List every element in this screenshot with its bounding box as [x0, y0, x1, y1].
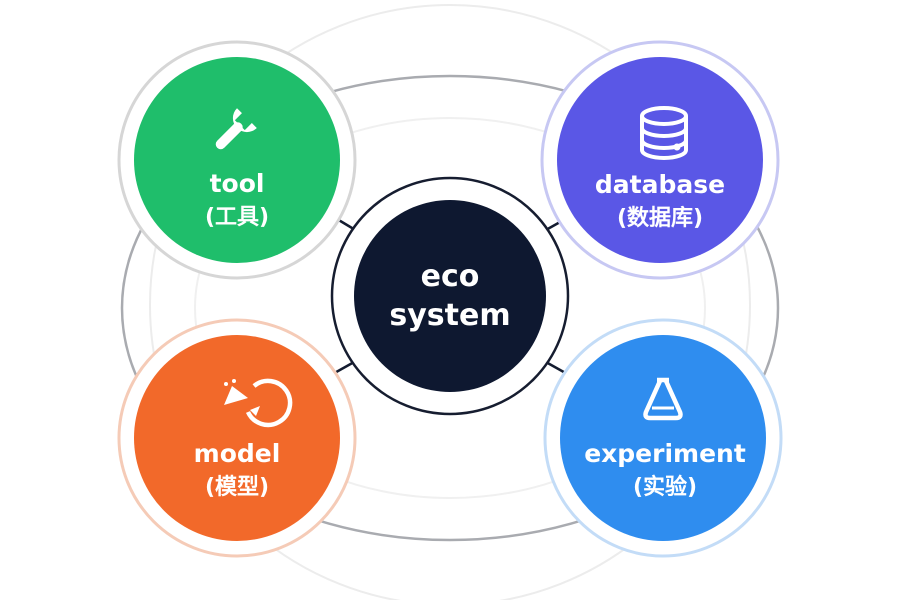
database-icon: [640, 106, 688, 160]
node-database[interactable]: database (数据库): [540, 40, 780, 280]
node-tool[interactable]: tool (工具): [117, 40, 357, 280]
inner-faint-ring: [194, 117, 706, 499]
center-node[interactable]: eco system: [330, 176, 570, 416]
experiment-label: experiment: [584, 439, 746, 468]
center-circle: [354, 200, 546, 392]
model-sublabel: (模型): [205, 475, 269, 500]
center-label-line1: eco: [421, 259, 480, 294]
database-circle: [557, 57, 763, 263]
experiment-circle: [560, 335, 766, 541]
node-model[interactable]: model (模型): [117, 318, 357, 558]
orbit-ring: [120, 74, 780, 542]
outer-faint-ring: [149, 4, 751, 600]
center-label-line2: system: [389, 298, 510, 333]
tool-label: tool: [210, 169, 265, 198]
model-label: model: [194, 439, 281, 468]
tool-circle: [134, 57, 340, 263]
experiment-sublabel: (实验): [633, 474, 697, 500]
model-circle: [134, 335, 340, 541]
database-sublabel: (数据库): [617, 205, 703, 231]
model-dial-icon: [224, 378, 293, 428]
tool-sublabel: (工具): [205, 205, 269, 230]
flask-icon: [643, 377, 683, 421]
database-label: database: [595, 170, 725, 199]
node-experiment[interactable]: experiment (实验): [543, 318, 783, 558]
wrench-icon: [215, 108, 257, 150]
